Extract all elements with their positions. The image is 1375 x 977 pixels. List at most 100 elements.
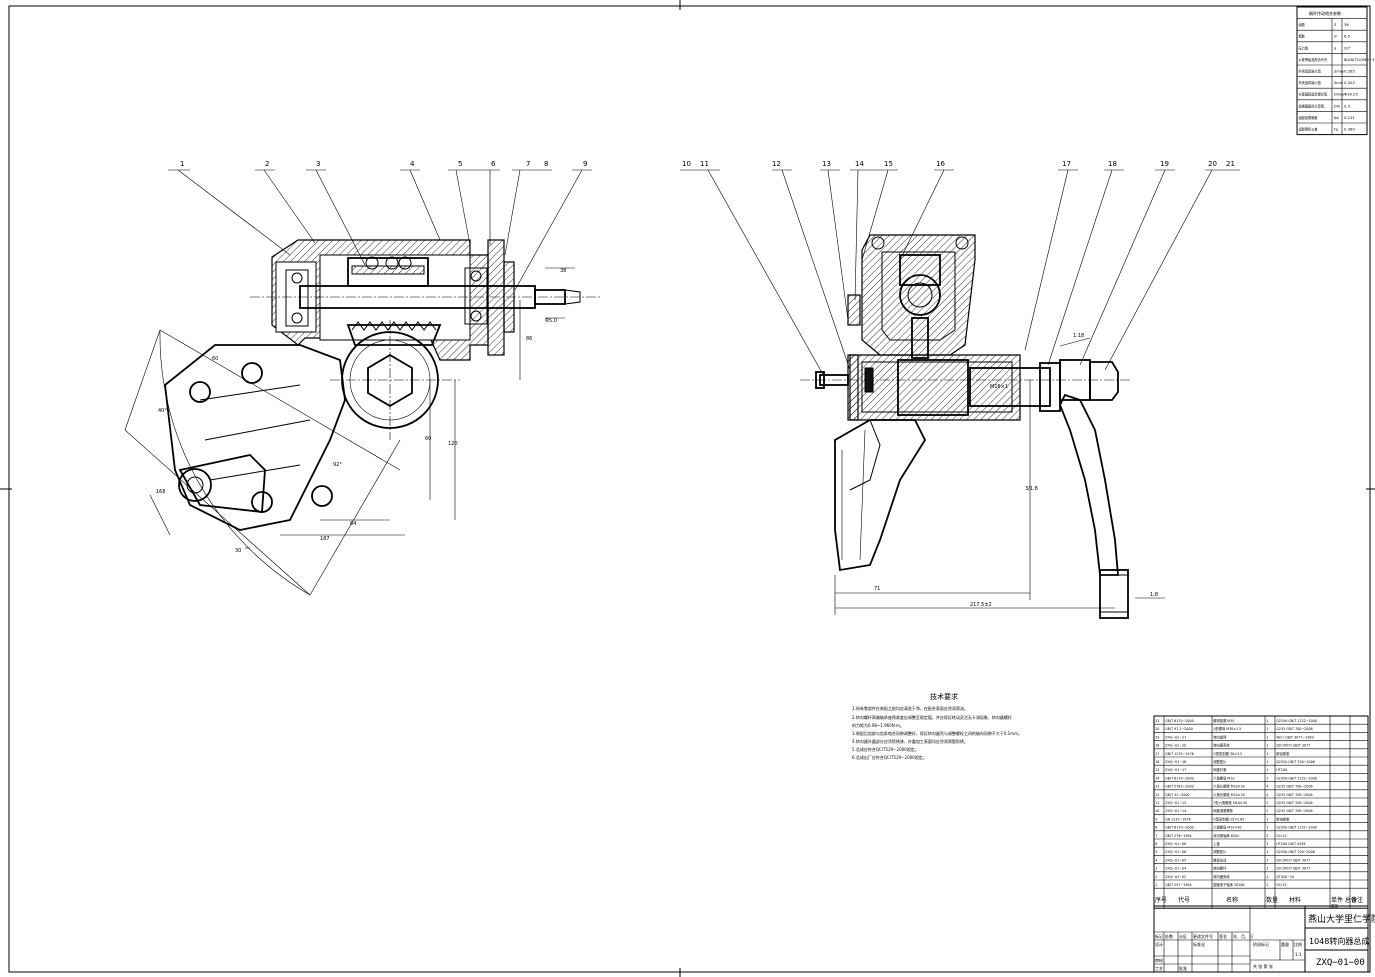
- weight-label: 重量: [1281, 941, 1289, 947]
- bom-code: ZXQ−01−21: [1165, 735, 1186, 739]
- drawing-name: 1048转向器总成: [1309, 936, 1369, 946]
- bom-mat: 20CrMnTi GB/T 3077: [1276, 744, 1310, 748]
- dim-d15: 1:18: [1073, 333, 1084, 339]
- balloon-14: 14: [855, 160, 864, 168]
- bom-name: O型密封圈 25×2.65: [1213, 816, 1244, 821]
- stage-label: 阶段标记: [1253, 941, 1269, 947]
- param-value: 0.380: [1344, 127, 1355, 132]
- balloon-1: 1: [180, 160, 184, 168]
- param-table-title: 蜗杆传动啮合参数: [1309, 10, 1341, 16]
- bom-mat: Q235 GB/T 700−2006: [1276, 801, 1312, 805]
- balloon-3: 3: [316, 160, 320, 168]
- bom-header-code: 代号: [1178, 896, 1190, 904]
- scale-value: 1:1: [1295, 952, 1302, 957]
- bom-qty: 1: [1266, 842, 1268, 846]
- right-dimensions: 3/1.8 71 217.5±2 1:18 1:8 M16×1: [874, 333, 1158, 608]
- bom-name: 7型六角螺栓 M10×30: [1213, 800, 1247, 805]
- bom-seq: 11: [1155, 801, 1159, 805]
- param-name: 外壳齿厚最小值: [1299, 80, 1322, 85]
- bom-seq: 12: [1155, 793, 1159, 797]
- bom-qty: 1: [1266, 735, 1268, 739]
- bom-qty: 1: [1266, 826, 1268, 830]
- bom-code: ZXQ−01−15: [1165, 801, 1186, 805]
- param-name: 分度圆弧齿厚理论值: [1299, 92, 1328, 97]
- bom-name: 上盖: [1213, 841, 1220, 846]
- dim-d17: M16×1: [990, 384, 1008, 390]
- bom-code: GB/T 5783−2000: [1165, 785, 1194, 789]
- bom-code: ZXQ−01−18: [1165, 760, 1186, 764]
- param-name: 齿距极限偏差: [1299, 115, 1318, 120]
- param-name: 公差等级及配合代号: [1299, 57, 1328, 62]
- bom-seq: 20: [1155, 727, 1159, 731]
- dim-d1: 60: [212, 356, 218, 362]
- balloon-13: 13: [822, 160, 831, 168]
- bom-name: 深沟球轴承 6205: [1213, 833, 1239, 838]
- bom-name: 转向螺杆: [1213, 866, 1227, 871]
- bom-code: GB/T 276−1994: [1165, 834, 1191, 838]
- bom-code: GB/T 1235−1976: [1165, 752, 1194, 756]
- param-symbol: Fp: [1334, 128, 1339, 132]
- bom-name: 圆锥滚子轴承 30206: [1213, 882, 1244, 887]
- bom-qty: 1: [1266, 768, 1268, 772]
- balloon-16: 16: [936, 160, 945, 168]
- param-name: 模数: [1299, 34, 1306, 39]
- param-symbol: α: [1334, 46, 1337, 50]
- param-name: 齿数: [1299, 22, 1306, 27]
- bom-header-wt: 单件 总计: [1331, 896, 1357, 904]
- bom-qty: 1: [1266, 744, 1268, 748]
- bom-mat: HT200 GB/T 9439: [1276, 842, 1305, 846]
- balloon-20: 20: [1208, 160, 1217, 168]
- bom-header-name: 名称: [1226, 896, 1238, 904]
- bom-mat: Q235 GB/T 700−2006: [1276, 727, 1312, 731]
- bom-seq: 19: [1155, 735, 1159, 739]
- param-name: 齿根圆直径计算值: [1299, 103, 1325, 108]
- sheet-label: 共 张 第 张: [1253, 963, 1273, 969]
- bom-seq: 18: [1155, 744, 1159, 748]
- dim-d3: 86: [526, 336, 532, 342]
- bom-name: 调整垫片: [1213, 759, 1226, 764]
- balloon-7: 7: [526, 160, 530, 168]
- bom-qty: 1: [1266, 867, 1268, 871]
- bom-seq: 7: [1155, 834, 1157, 838]
- bom-seq: 16: [1155, 760, 1159, 764]
- bom-code: GB/T 6170−2000: [1165, 826, 1194, 830]
- bom-code: ZXQ−01−08: [1165, 842, 1186, 846]
- bom-name: O型密封圈 30×3.5: [1213, 751, 1242, 756]
- param-value: 0.202: [1344, 80, 1355, 85]
- bom-code: ZXQ−01−20: [1165, 744, 1186, 748]
- sig-label: 标准化: [1193, 941, 1205, 947]
- tech-item: 2.转向螺杆两端轴承座预紧度应调整至规定值，并应保证转动灵活无卡滞现象，转向器螺…: [852, 714, 1012, 720]
- param-symbol: fpt: [1334, 116, 1339, 120]
- bom-code: ZXQ−01−04: [1165, 867, 1186, 871]
- bom-qty: 1: [1266, 760, 1268, 764]
- bom-seq: 1: [1155, 883, 1157, 887]
- sig-label: 批准: [1179, 965, 1187, 971]
- param-name: 外壳齿厚最大值: [1299, 69, 1322, 74]
- title-block: 燕山大学里仁学院 1048转向器总成 ZXQ−01−00 标记 处数 分区 更改…: [1153, 905, 1375, 973]
- param-symbol: Z: [1334, 23, 1337, 27]
- balloon-9: 9: [583, 160, 587, 168]
- dim-d7: 120: [448, 441, 458, 447]
- dim-d10: 168: [156, 489, 166, 495]
- school-name: 燕山大学里仁学院: [1308, 913, 1375, 925]
- bom-qty: 1: [1266, 801, 1268, 805]
- bom-code: ZXQ−01−02: [1165, 875, 1186, 879]
- bom-name: 螺母总成: [1213, 857, 1227, 862]
- balloon-11: 11: [700, 160, 709, 168]
- bom-seq: 17: [1155, 752, 1159, 756]
- dim-d14: 217.5±2: [970, 602, 992, 608]
- bom-mat: QT450−10: [1276, 875, 1294, 879]
- bom-seq: 6: [1155, 842, 1157, 846]
- bom-name: 转向器壳体: [1213, 874, 1230, 879]
- bom-mat: Q235A GB/T 1222−2000: [1276, 826, 1317, 830]
- param-value: 0.3: [1344, 103, 1351, 108]
- bom-mat: 20CrMnTi GB/T 3077: [1276, 858, 1310, 862]
- bom-seq: 13: [1155, 785, 1159, 789]
- dim-d6: 187: [320, 536, 330, 542]
- balloon-15: 15: [884, 160, 893, 168]
- scale-label: 比例: [1294, 941, 1302, 947]
- balloon-21: 21: [1226, 160, 1235, 168]
